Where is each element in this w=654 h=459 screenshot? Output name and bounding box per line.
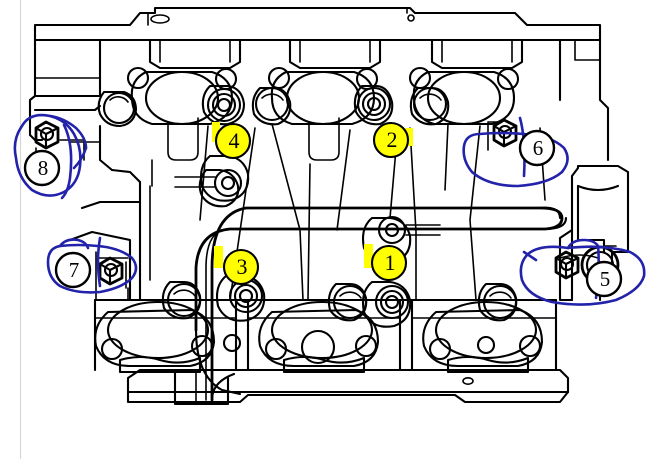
bolt-head-8	[34, 120, 60, 150]
upper-intake-port-flanges	[126, 66, 520, 161]
marker-disc-7	[54, 251, 92, 289]
lower-bolt-bosses	[161, 274, 518, 365]
plenum-dividers	[148, 38, 524, 70]
marker-disc-6	[518, 129, 556, 167]
crossover-tube	[194, 206, 568, 402]
pen-loop-5	[519, 245, 646, 306]
marker-disc-2	[372, 121, 410, 159]
pen-loop-7	[46, 243, 138, 294]
marker-disc-5	[585, 260, 623, 298]
highlighter-swipes	[212, 122, 413, 268]
mid-bosses	[174, 154, 441, 264]
bolt-head-5	[554, 250, 580, 280]
runner-ribs	[149, 123, 546, 301]
marker-disc-8	[23, 149, 61, 187]
pen-loop-8	[13, 113, 82, 197]
marker-disc-3	[222, 248, 260, 286]
marker-disc-1	[370, 244, 408, 282]
lower-outlet-elbow	[173, 328, 242, 406]
upper-bolt-bosses	[97, 84, 450, 128]
marker-disc-4	[214, 122, 252, 160]
